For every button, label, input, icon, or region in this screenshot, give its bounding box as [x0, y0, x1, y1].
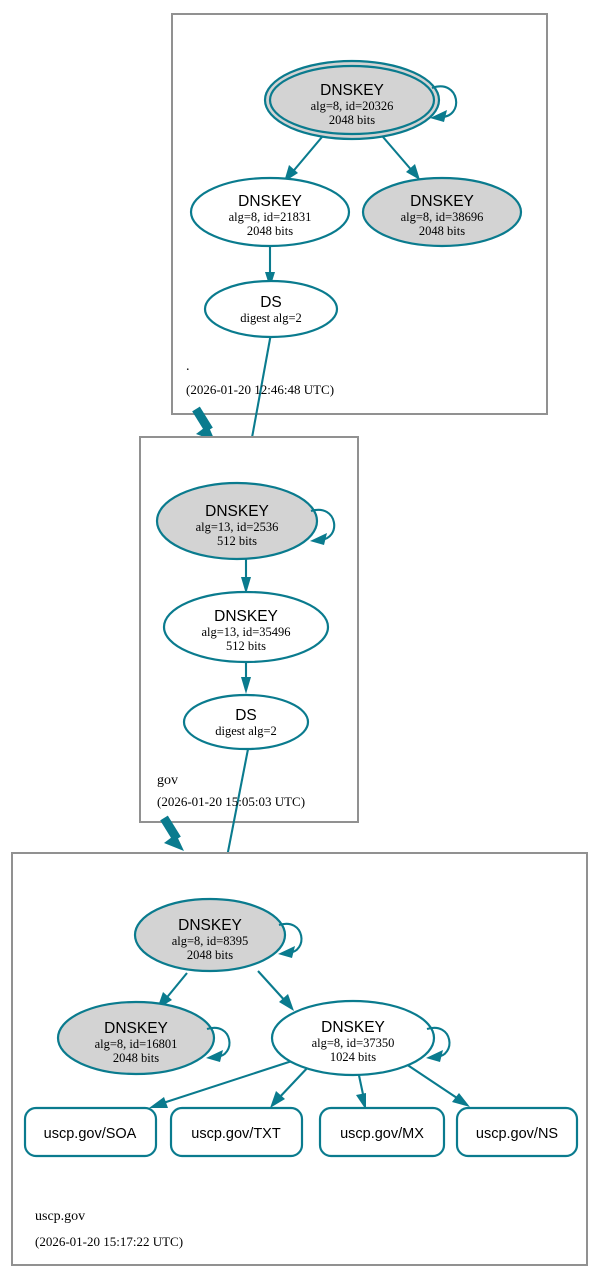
node-title: DNSKEY [320, 82, 384, 99]
node-ds-gov[interactable]: DS digest alg=2 [182, 693, 310, 751]
node-line2: alg=8, id=16801 [95, 1037, 178, 1051]
node-dnskey-uscp-16801[interactable]: DNSKEY alg=8, id=16801 2048 bits [56, 1000, 231, 1076]
node-line2: digest alg=2 [240, 311, 302, 325]
rrset-mx[interactable]: uscp.gov/MX [318, 1106, 446, 1158]
zone-connector-gov-to-uscpgov [160, 815, 184, 851]
edge-uscp-zsk-to-soa [149, 1060, 293, 1108]
zone-timestamp-gov: (2026-01-20 15:05:03 UTC) [157, 794, 305, 809]
edge-uscp-zsk-to-txt [270, 1063, 312, 1108]
node-dnskey-gov-zsk-35496[interactable]: DNSKEY alg=13, id=35496 512 bits [162, 590, 330, 664]
node-dnskey-root-ksk-20326[interactable]: DNSKEY alg=8, id=20326 2048 bits [263, 59, 458, 141]
node-line3: 1024 bits [330, 1050, 376, 1064]
node-line3: 2048 bits [419, 224, 465, 238]
rrset-ns[interactable]: uscp.gov/NS [455, 1106, 579, 1158]
zone-label-uscpgov: uscp.gov [35, 1209, 85, 1224]
node-line2: alg=8, id=38696 [401, 210, 484, 224]
rrset-soa[interactable]: uscp.gov/SOA [23, 1106, 158, 1158]
node-title: DNSKEY [214, 608, 278, 625]
zone-label-gov: gov [157, 773, 178, 788]
node-line3: 2048 bits [329, 113, 375, 127]
rrset-txt[interactable]: uscp.gov/TXT [169, 1106, 304, 1158]
node-dnskey-root-zsk-21831[interactable]: DNSKEY alg=8, id=21831 2048 bits [189, 176, 351, 248]
rrset-label: uscp.gov/MX [340, 1126, 424, 1142]
node-dnskey-root-38696[interactable]: DNSKEY alg=8, id=38696 2048 bits [361, 176, 523, 248]
node-line3: 512 bits [226, 639, 266, 653]
node-line2: alg=13, id=35496 [201, 625, 290, 639]
rrset-label: uscp.gov/SOA [44, 1126, 137, 1142]
zone-timestamp-root: (2026-01-20 12:46:48 UTC) [186, 382, 334, 397]
edge-uscp-zsk-to-ns [399, 1059, 470, 1107]
node-line2: digest alg=2 [215, 724, 277, 738]
node-title: DNSKEY [104, 1020, 168, 1037]
edge-gov-ksk-to-gov-zsk [241, 559, 251, 594]
edge-root-ksk-to-key-38696 [382, 136, 420, 180]
node-line3: 2048 bits [187, 948, 233, 962]
node-line2: alg=8, id=21831 [229, 210, 312, 224]
edge-gov-zsk-to-gov-ds [241, 662, 251, 694]
node-dnskey-gov-ksk-2536[interactable]: DNSKEY alg=13, id=2536 512 bits [155, 481, 336, 561]
node-title: DNSKEY [410, 193, 474, 210]
node-line2: alg=8, id=20326 [311, 99, 394, 113]
node-dnskey-uscp-ksk-8395[interactable]: DNSKEY alg=8, id=8395 2048 bits [133, 897, 303, 973]
rrset-label: uscp.gov/NS [476, 1126, 558, 1142]
node-line3: 512 bits [217, 534, 257, 548]
node-title: DNSKEY [238, 193, 302, 210]
node-title: DNSKEY [178, 917, 242, 934]
zone-label-root: . [186, 359, 190, 374]
node-title: DS [235, 707, 257, 724]
node-title: DS [260, 294, 282, 311]
node-line3: 2048 bits [247, 224, 293, 238]
node-title: DNSKEY [321, 1019, 385, 1036]
node-line2: alg=13, id=2536 [196, 520, 279, 534]
node-line2: alg=8, id=37350 [312, 1036, 395, 1050]
node-line2: alg=8, id=8395 [172, 934, 249, 948]
node-dnskey-uscp-zsk-37350[interactable]: DNSKEY alg=8, id=37350 1024 bits [270, 999, 451, 1077]
edge-uscp-ksk-to-uscp-zsk [257, 970, 294, 1011]
zone-timestamp-uscpgov: (2026-01-20 15:17:22 UTC) [35, 1234, 183, 1249]
node-title: DNSKEY [205, 503, 269, 520]
node-line3: 2048 bits [113, 1051, 159, 1065]
node-ds-root[interactable]: DS digest alg=2 [203, 279, 339, 339]
rrset-label: uscp.gov/TXT [191, 1126, 281, 1142]
